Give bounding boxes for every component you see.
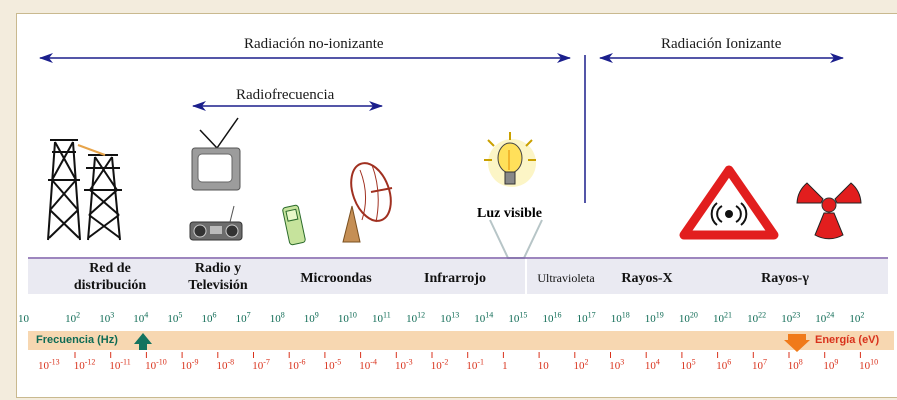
- energy-tick: 10-10: [145, 357, 167, 372]
- energy-tick: 10-7: [252, 357, 270, 372]
- freq-tick: 1013: [440, 310, 460, 325]
- freq-tick: 102: [849, 310, 865, 325]
- no-ionizante-label: Radiación no-ionizante: [244, 36, 384, 52]
- freq-tick: 1016: [542, 310, 562, 325]
- energy-tick: 103: [609, 357, 625, 372]
- power-tower-icon: [47, 139, 122, 241]
- energy-tick: 10-11: [109, 357, 131, 372]
- energy-tick: 10-2: [430, 357, 449, 372]
- energy-tick: 1: [502, 360, 508, 372]
- energy-tick: 10-8: [216, 357, 235, 372]
- freq-axis-marker: [134, 333, 152, 350]
- freq-tick: 1019: [644, 310, 664, 325]
- energy-tick: 105: [680, 357, 696, 372]
- radiofrecuencia-label: Radiofrecuencia: [236, 87, 335, 103]
- energy-tick: 10-1: [466, 357, 485, 372]
- band-rayos-x: Rayos-X: [621, 271, 673, 286]
- band-infrarrojo: Infrarrojo: [424, 271, 486, 286]
- energy-tick: 10-6: [287, 357, 306, 372]
- energy-axis-marker: [784, 334, 810, 352]
- freq-tick: 10: [18, 313, 29, 325]
- freq-tick: 1017: [576, 310, 596, 325]
- frecuencia-label: Frecuencia (Hz): [36, 334, 118, 346]
- energy-tick: 108: [787, 357, 803, 372]
- band-microondas: Microondas: [300, 271, 372, 286]
- freq-tick: 1014: [474, 310, 494, 325]
- energy-tick: 104: [644, 357, 660, 372]
- freq-tick: 1015: [508, 310, 528, 325]
- freq-tick: 106: [201, 310, 217, 325]
- freq-tick: 1024: [815, 310, 835, 325]
- energy-tick: 10-3: [395, 357, 413, 372]
- radiation-trefoil-icon: [796, 182, 862, 240]
- energy-tick: 10-5: [323, 357, 342, 372]
- freq-tick: 107: [235, 310, 251, 325]
- energy-tick: 10-4: [359, 357, 377, 372]
- television-radio-icon: [189, 117, 243, 241]
- energy-tick-marks: [74, 352, 861, 358]
- energy-tick: 10-9: [180, 357, 199, 372]
- energia-label: Energía (eV): [815, 334, 880, 346]
- radiation-warning-sign-icon: [679, 165, 779, 240]
- freq-tick: 105: [167, 310, 183, 325]
- satellite-dish-icon: [342, 162, 393, 243]
- band-rayos-gamma: Rayos-γ: [761, 271, 809, 286]
- energy-tick: 10: [537, 360, 549, 372]
- energy-tick: 10-13: [38, 357, 60, 372]
- energy-tick: 1010: [859, 357, 879, 372]
- ionizante-label: Radiación Ionizante: [661, 36, 782, 52]
- freq-tick: 1010: [337, 310, 357, 325]
- mobile-phone-icon: [282, 204, 306, 246]
- light-bulb-icon: [484, 132, 536, 187]
- freq-tick: 1023: [781, 310, 801, 325]
- freq-tick: 1011: [372, 310, 391, 325]
- freq-tick: 103: [99, 310, 115, 325]
- spectrum-axis-bar: [28, 331, 894, 350]
- energy-tick: 106: [716, 357, 732, 372]
- band-strip: [28, 259, 888, 294]
- freq-tick: 1022: [747, 310, 767, 325]
- freq-tick: 104: [133, 310, 149, 325]
- luz-visible-label: Luz visible: [477, 206, 542, 221]
- freq-tick: 109: [303, 310, 319, 325]
- energy-tick: 10-12: [73, 357, 96, 372]
- freq-tick: 1012: [406, 310, 426, 325]
- freq-tick: 1021: [713, 310, 732, 325]
- freq-tick: 1020: [678, 310, 698, 325]
- freq-tick: 108: [269, 310, 285, 325]
- band-ultravioleta: Ultravioleta: [537, 271, 595, 285]
- freq-tick: 102: [65, 310, 81, 325]
- energy-tick: 102: [573, 357, 589, 372]
- visible-wedge: [489, 219, 543, 259]
- freq-tick: 1018: [610, 310, 630, 325]
- energy-tick: 107: [752, 357, 767, 372]
- energy-tick: 109: [823, 357, 839, 372]
